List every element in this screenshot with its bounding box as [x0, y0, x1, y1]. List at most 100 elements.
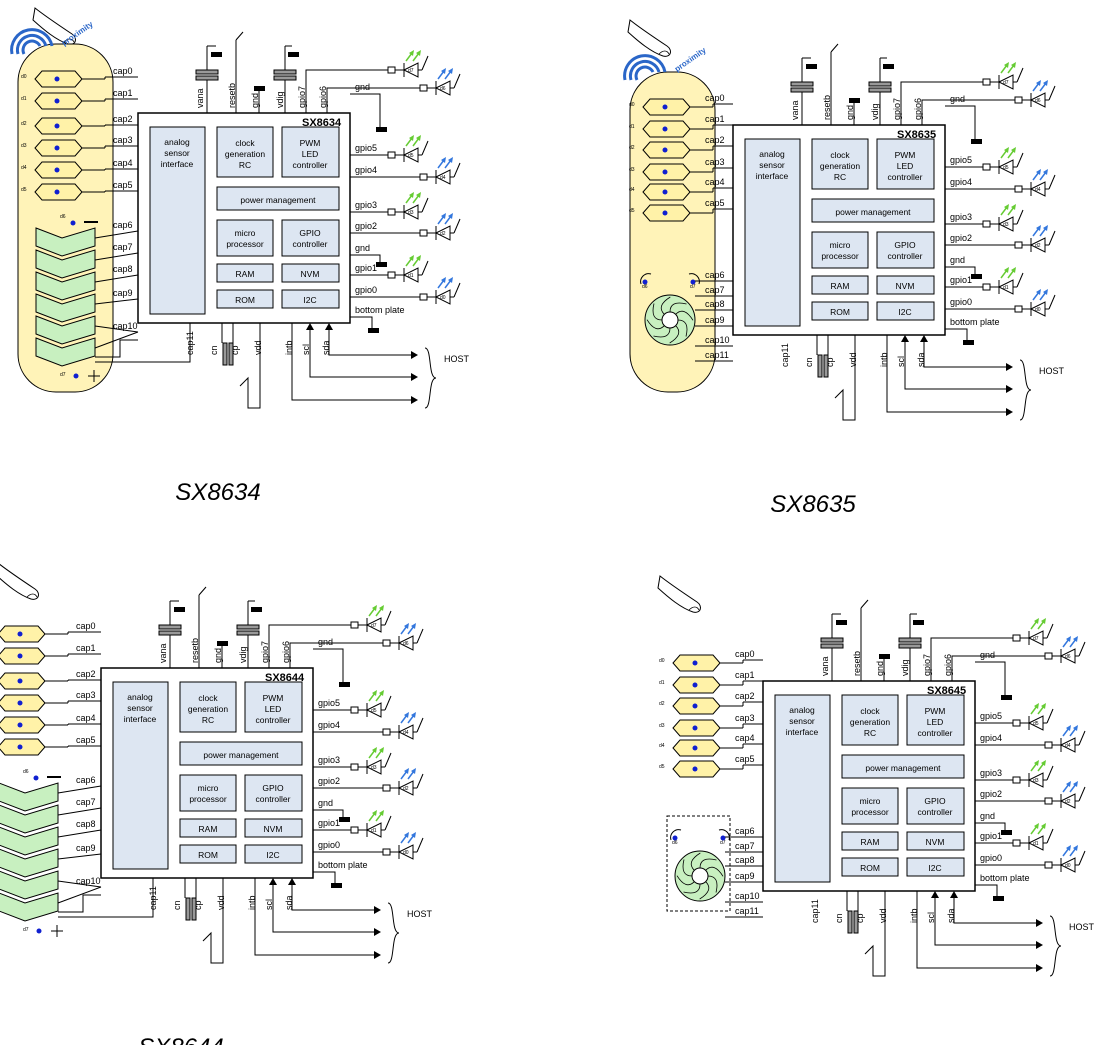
bottom-pin-label: scl: [926, 912, 936, 923]
led-label: d1: [371, 828, 377, 834]
wire: [921, 99, 1015, 125]
right-pin-label: gpio3: [355, 200, 377, 210]
wire: [834, 335, 856, 421]
slider-segment: [0, 826, 59, 856]
clock-block-label: clock: [235, 138, 255, 148]
slider-segment: [0, 870, 59, 900]
wire: [916, 891, 1037, 969]
wheel-center: [691, 867, 709, 885]
light-arrow-icon: [1034, 618, 1039, 624]
finger-icon: [0, 563, 39, 600]
analog-sensor-interface-block: [112, 681, 169, 870]
wire: [309, 325, 412, 378]
led-label: d3: [1003, 222, 1009, 228]
light-arrow-icon: [411, 832, 416, 838]
led-connector: [350, 763, 359, 771]
light-arrow-icon: [409, 192, 414, 198]
left-pin-label: cap2: [113, 114, 133, 124]
clock-block-label: RC: [864, 728, 876, 738]
pwm-block-label: PWM: [300, 138, 321, 148]
host-brace: [424, 347, 437, 409]
right-pin-label: gpio0: [950, 297, 972, 307]
electrode-label: d4: [629, 187, 635, 193]
left-pin-label: cap0: [705, 93, 725, 103]
clock-block-label: generation: [225, 149, 265, 159]
wire: [350, 316, 373, 328]
led-label: d6: [440, 86, 446, 92]
left-pin-label: cap1: [705, 114, 725, 124]
led-connector: [387, 151, 396, 159]
bus-arrow: [950, 891, 958, 898]
i2c-block-label: I2C: [266, 850, 279, 860]
left-pin-label: cap8: [705, 299, 725, 309]
electrode-dot: [692, 766, 698, 772]
bus-arrow: [288, 878, 296, 885]
analog-block-label: sensor: [164, 148, 190, 158]
left-pin-label: cap9: [705, 315, 725, 325]
ram-block-label: RAM: [236, 269, 255, 279]
capacitor-icon: [273, 75, 297, 81]
wire: [384, 752, 392, 768]
top-pin-label: gpio7: [297, 86, 307, 108]
electrode-label: d7: [690, 284, 696, 290]
led-connector: [419, 173, 428, 181]
capacitor-icon: [195, 75, 219, 81]
right-pin-label: gpio1: [950, 275, 972, 285]
wire: [416, 717, 424, 733]
electrode-label: d1: [629, 124, 635, 130]
host-arrow: [1006, 408, 1013, 416]
analog-block-label: interface: [756, 171, 789, 181]
wire: [58, 894, 101, 913]
wheel-segment: [669, 325, 680, 344]
electrode-dot: [692, 660, 698, 666]
ram-block: [811, 275, 869, 295]
top-pin-label: vana: [820, 656, 830, 676]
bottom-pin-label: vdd: [878, 908, 888, 923]
micro-block-label: processor: [189, 794, 226, 804]
bottom-pin-label: cn: [172, 900, 182, 910]
pwm-block-label: controller: [293, 160, 328, 170]
capacitor-icon: [790, 87, 814, 93]
wire: [57, 807, 102, 816]
electrode-label: d6: [672, 840, 678, 846]
wheel-segment: [699, 858, 717, 869]
micro-processor-block: [841, 787, 899, 825]
power-management-block: [216, 186, 340, 211]
wire: [1016, 209, 1024, 225]
capacitor-icon: [185, 897, 191, 921]
host-arrow: [411, 396, 418, 404]
electrode-dot: [690, 279, 696, 285]
nvm-block: [281, 263, 340, 283]
pwm-block-label: controller: [888, 172, 923, 182]
capacitor-icon: [898, 643, 922, 649]
led-label: d3: [408, 210, 414, 216]
ground-symbol: [849, 98, 860, 103]
wire: [1048, 294, 1056, 310]
left-pin-label: cap0: [735, 649, 755, 659]
electrode-label: d7: [60, 372, 66, 378]
host-label: HOST: [1069, 922, 1094, 932]
clock-generation-block: [841, 694, 899, 746]
left-pin-label: cap6: [113, 220, 133, 230]
host-arrow: [1036, 919, 1043, 927]
led-connector: [419, 293, 428, 301]
top-pin-label: gpio6: [281, 641, 291, 663]
pwm-block-label: LED: [265, 704, 282, 714]
light-arrow-icon: [441, 68, 446, 74]
wire: [453, 73, 461, 89]
wheel-segment: [660, 296, 671, 315]
rotate-arrow-icon: [688, 273, 700, 285]
i2c-block-label: I2C: [898, 307, 911, 317]
capacitor-icon: [820, 637, 844, 643]
right-pin-label: gnd: [950, 94, 965, 104]
bottom-pin-label: cp: [230, 345, 240, 355]
clock-block-label: generation: [850, 717, 890, 727]
gpio-block-label: controller: [918, 807, 953, 817]
wire: [975, 822, 1006, 830]
electrode-label: d7: [23, 927, 29, 933]
right-pin-label: gnd: [980, 650, 995, 660]
clock-generation-block: [811, 138, 869, 190]
wheel-segment: [653, 327, 671, 338]
wire: [57, 829, 102, 838]
left-pin-label: cap2: [735, 691, 755, 701]
